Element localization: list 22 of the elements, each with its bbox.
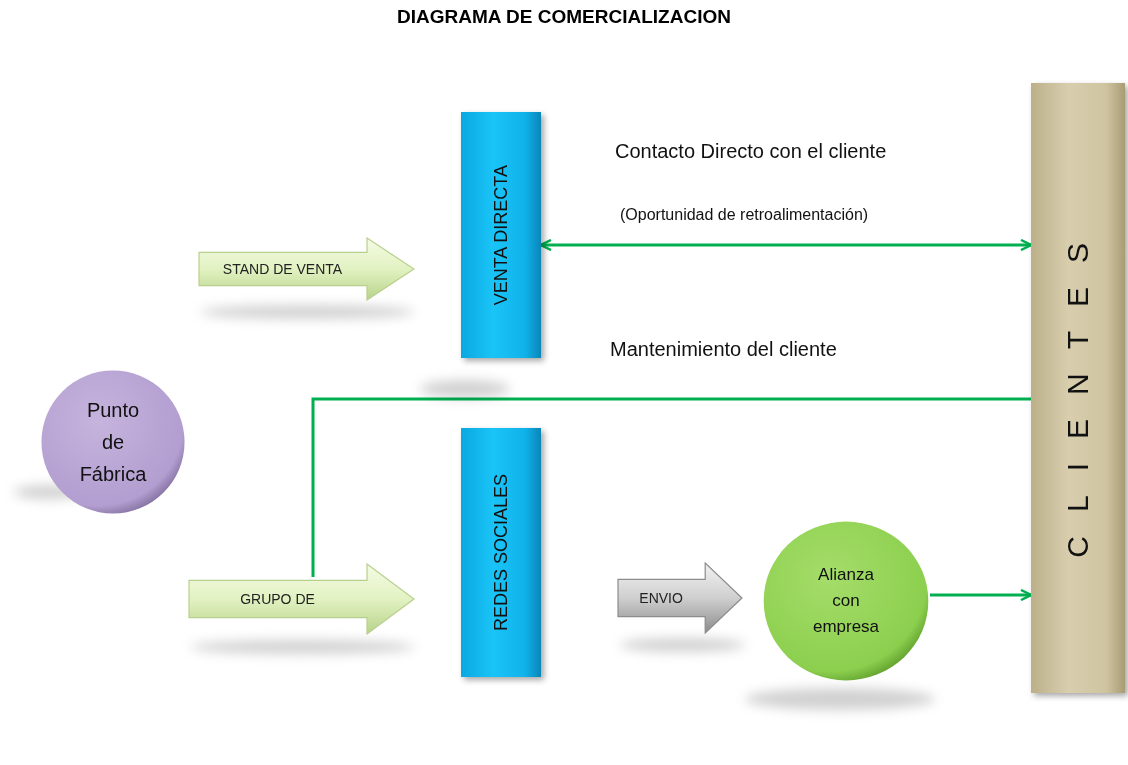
- block-arrow: [188, 563, 415, 635]
- vertical-label: VENTA DIRECTA: [490, 164, 512, 306]
- annotation-text: (Oportunidad de retroalimentación): [620, 206, 869, 224]
- node-label: Alianza con empresa: [811, 564, 881, 638]
- circle-node: [40, 369, 186, 515]
- annotation-text: Mantenimiento del cliente: [610, 338, 837, 361]
- vertical-label: CLIENTES: [1061, 218, 1095, 558]
- block-arrow: [198, 237, 415, 301]
- node-label: GRUPO DE: [240, 591, 315, 607]
- vertical-label: REDES SOCIALES: [490, 473, 512, 632]
- connector-line: [311, 397, 1031, 577]
- arrow: [930, 588, 1033, 602]
- node-label: Punto de Fábrica: [79, 398, 147, 487]
- diagram-title: DIAGRAMA DE COMERCIALIZACION: [396, 6, 732, 28]
- vertical-bar: [1031, 83, 1125, 693]
- vertical-bar: [461, 428, 541, 677]
- circle-node: [762, 520, 930, 682]
- block-arrow: [617, 562, 743, 634]
- annotation-text: Contacto Directo con el cliente: [615, 140, 887, 163]
- node-label: ENVIO: [639, 590, 683, 606]
- node-label: STAND DE VENTA: [222, 261, 343, 277]
- vertical-bar: [461, 112, 541, 358]
